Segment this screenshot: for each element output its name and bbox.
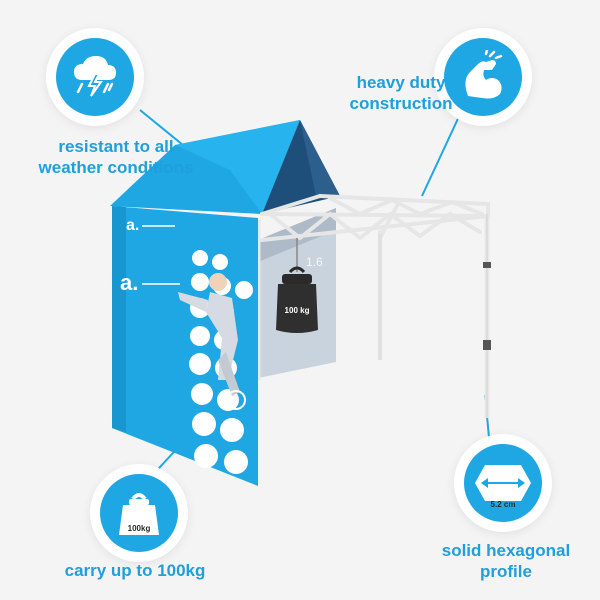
weather-label: resistant to all weather conditions (38, 137, 194, 177)
hanging-weight-label: 100 kg (285, 306, 310, 315)
wall-athlete-graphic (178, 273, 246, 410)
connector-construction (421, 109, 463, 197)
profile-label: solid hexagonal profile (441, 541, 571, 581)
load-label: carry up to 100kg (64, 561, 206, 580)
storm-cloud-icon (74, 56, 116, 97)
construction-badge (434, 28, 532, 126)
weight-icon (119, 493, 159, 535)
construction-badge-inner (444, 38, 522, 116)
load-badge-text: 100kg (127, 524, 151, 533)
load-badge: 100kg (90, 464, 188, 562)
tent-frame (260, 194, 490, 242)
load-badge-inner: 100kg (100, 474, 178, 552)
profile-badge-text: 5.2 cm (490, 500, 516, 509)
wall-logo-small: a. (126, 217, 139, 234)
back-wall-label: 1.6 (306, 255, 323, 269)
flexed-arm-icon (465, 50, 503, 99)
hexagon-profile-icon (475, 465, 531, 501)
hanging-weight (276, 238, 318, 333)
profile-badge-inner: 5.2 cm (464, 444, 542, 522)
wall-logo-large: a. (120, 270, 138, 295)
weather-badge-inner (56, 38, 134, 116)
weather-badge (46, 28, 144, 126)
profile-badge: 5.2 cm (454, 434, 552, 532)
construction-label: heavy duty construction (349, 73, 453, 113)
